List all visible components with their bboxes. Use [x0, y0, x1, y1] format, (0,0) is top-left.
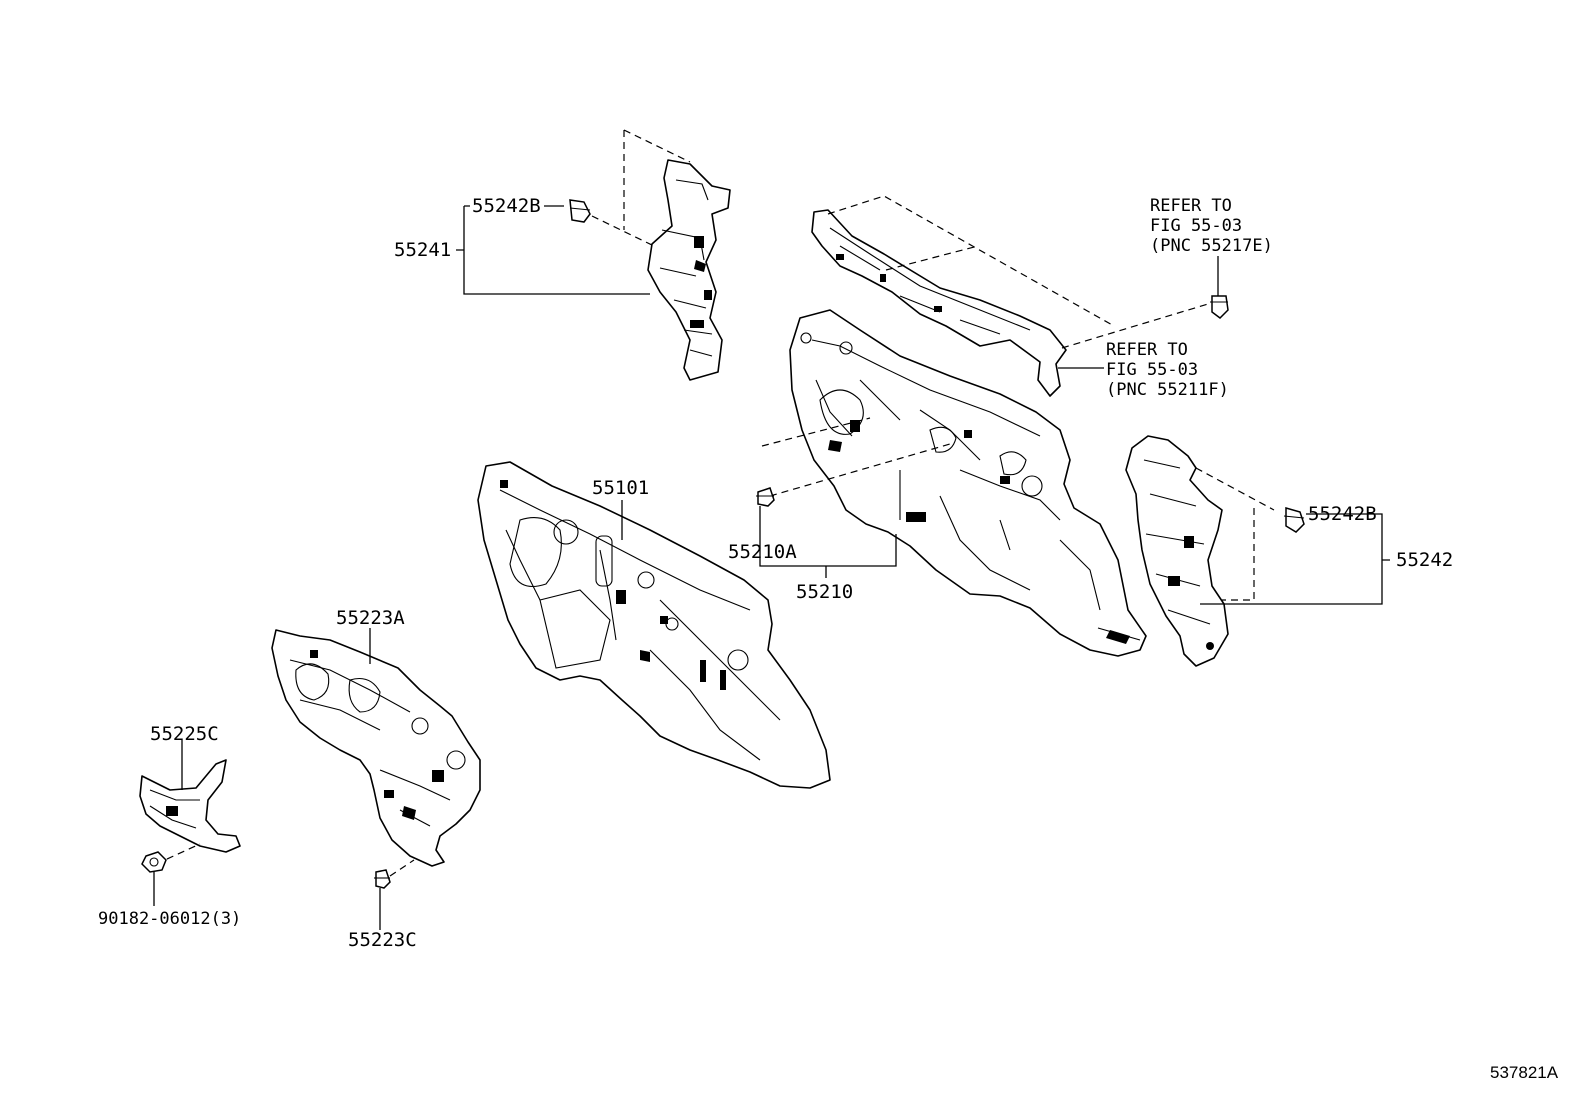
- part-55101-dash-panel[interactable]: [477, 461, 831, 789]
- nut-90182-icon[interactable]: [141, 851, 167, 873]
- dashed-guide: [827, 195, 1209, 349]
- svg-text:FIG 55-03: FIG 55-03: [1150, 216, 1242, 236]
- callout-55223A: 55223A: [336, 607, 405, 629]
- part-upper-strip[interactable]: [811, 209, 1067, 397]
- dashed-guide: [761, 417, 951, 497]
- part-55225C-bracket[interactable]: [139, 759, 241, 853]
- callout-55225C: 55225C: [150, 723, 219, 745]
- svg-text:FIG 55-03: FIG 55-03: [1106, 360, 1198, 380]
- callout-55101: 55101: [592, 477, 649, 499]
- leader-55210: [759, 506, 897, 578]
- callout-90182: 90182-06012(3): [98, 909, 241, 929]
- part-55210-insulator[interactable]: [789, 309, 1147, 657]
- reference-note-55217E: REFER TO FIG 55-03 (PNC 55217E): [1150, 196, 1273, 256]
- leader-55242B-right: [1200, 513, 1390, 605]
- figure-id: 537821A: [1490, 1063, 1559, 1082]
- callout-55223C: 55223C: [348, 929, 417, 951]
- callout-55242B-left: 55242B: [472, 195, 541, 217]
- callout-55210: 55210: [796, 581, 853, 603]
- svg-text:(PNC 55217E): (PNC 55217E): [1150, 236, 1273, 256]
- callout-55242B-right: 55242B: [1308, 503, 1377, 525]
- svg-text:(PNC 55211F): (PNC 55211F): [1106, 380, 1229, 400]
- callout-55210A: 55210A: [728, 541, 797, 563]
- svg-text:REFER TO: REFER TO: [1150, 196, 1232, 216]
- part-55223A-insulator[interactable]: [271, 629, 481, 867]
- clip-55210A-icon[interactable]: [756, 487, 775, 507]
- dashed-guide: [1195, 467, 1275, 601]
- svg-text:REFER TO: REFER TO: [1106, 340, 1188, 360]
- part-55241-bracket[interactable]: [647, 159, 731, 381]
- part-55242-bracket[interactable]: [1125, 435, 1229, 667]
- callout-55242: 55242: [1396, 549, 1453, 571]
- clip-55223C-icon[interactable]: [374, 869, 391, 889]
- reference-note-55211F: REFER TO FIG 55-03 (PNC 55211F): [1106, 340, 1229, 400]
- dashed-guide: [155, 843, 201, 865]
- leader-55241-bracket: [456, 205, 650, 295]
- clip-55242B-right-icon[interactable]: [1283, 507, 1305, 533]
- clip-55217E-icon[interactable]: [1210, 295, 1229, 319]
- callout-55241: 55241: [394, 239, 451, 261]
- dashed-guide: [623, 129, 691, 230]
- clip-55242B-left-icon[interactable]: [569, 199, 655, 247]
- dashed-guide: [389, 859, 415, 877]
